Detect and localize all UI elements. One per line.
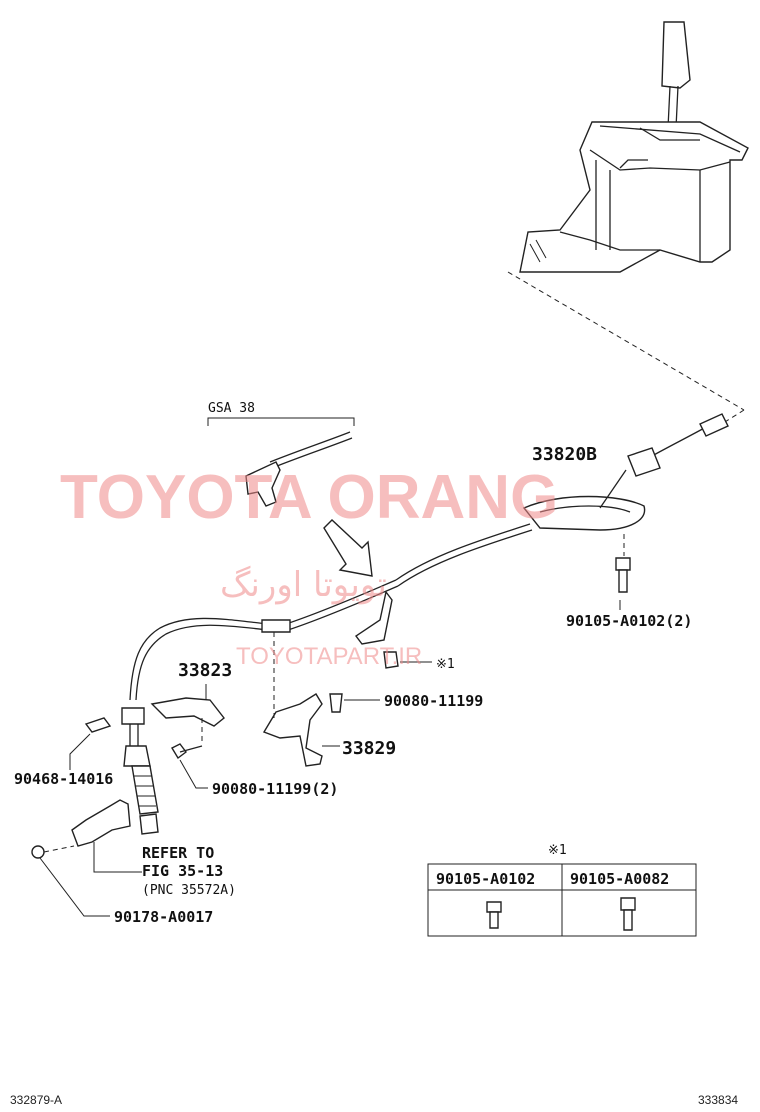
- bracket-33823: [150, 697, 225, 760]
- leader-lines: [39, 600, 621, 917]
- refer-text-1: REFER TO: [142, 844, 214, 862]
- footer-right-code: 333834: [698, 1093, 738, 1107]
- shift-lever-assembly: [519, 21, 749, 273]
- footer-left-code: 332879-A: [10, 1093, 62, 1107]
- table-note-mark: ※1: [548, 843, 567, 858]
- note-mark-1: ※1: [436, 657, 455, 672]
- lower-bracket: [31, 799, 131, 859]
- bolt-90105-main: [615, 534, 631, 593]
- gsa-inset: GSA 38: [207, 401, 355, 507]
- refer-text-2: FIG 35-13: [142, 862, 223, 880]
- bolt-a0082-icon: [620, 897, 636, 911]
- watermark-url: TOYOTAPART.IR: [236, 643, 422, 670]
- watermark-persian: تویوتا اورنگ: [220, 565, 387, 605]
- direction-arrow: [323, 519, 373, 577]
- connection-line-lever: [507, 271, 745, 411]
- bolt-reference-table: ※1 90105-A0102 90105-A0082: [427, 843, 697, 937]
- label-33829: 33829: [342, 738, 396, 759]
- table-header-a0102: 90105-A0102: [436, 870, 535, 888]
- label-90080-11199-2: 90080-11199(2): [212, 780, 338, 798]
- label-33823: 33823: [178, 660, 232, 681]
- label-90178-a0017: 90178-A0017: [114, 908, 213, 926]
- label-90105-a0102-main: 90105-A0102(2): [566, 612, 692, 630]
- label-90080-11199: 90080-11199: [384, 692, 483, 710]
- bolt-a0102-icon: [486, 901, 502, 913]
- label-90468-14016: 90468-14016: [14, 770, 113, 788]
- gsa-label: GSA 38: [208, 401, 255, 416]
- watermark-main: TOYOTA ORANG: [60, 463, 558, 532]
- refer-text-3: (PNC 35572A): [142, 883, 236, 898]
- table-header-a0082: 90105-A0082: [570, 870, 669, 888]
- shift-control-cable: [121, 413, 729, 835]
- bracket-33829: [262, 590, 399, 767]
- clip-90468: [84, 717, 112, 733]
- label-33820b: 33820B: [532, 444, 597, 465]
